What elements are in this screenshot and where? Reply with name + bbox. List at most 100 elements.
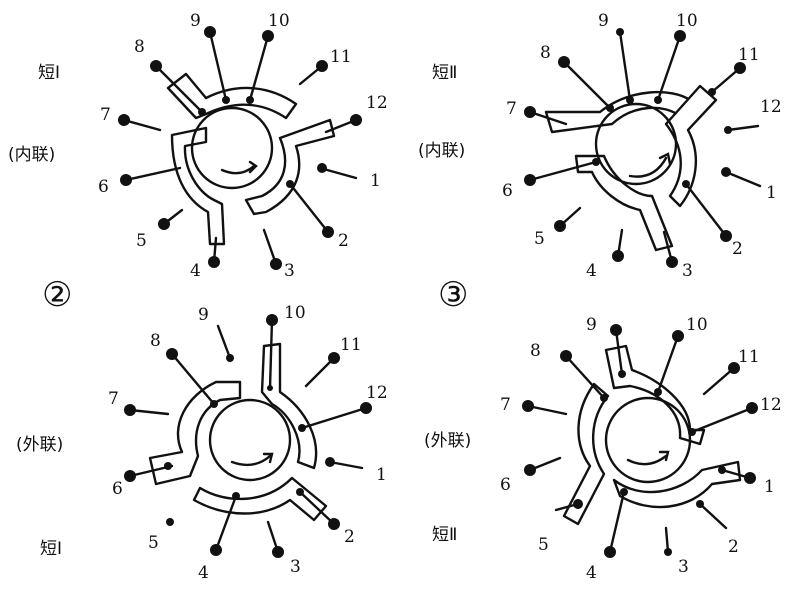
pin-10-dot [674,30,686,42]
pin-set [522,324,758,558]
pin-10-dot [672,330,684,342]
pin-label-8: 8 [150,331,161,351]
pin-set [124,314,372,558]
pin-label-2: 2 [344,527,355,547]
pin-9-dot [204,26,216,38]
contact-plate [148,380,242,486]
pin-label-9: 9 [586,315,597,335]
pin-label-3: 3 [290,557,301,577]
pin-7-dot [118,114,130,126]
contact-plate [612,460,742,509]
pin-label-10: 10 [686,315,708,335]
pin-label-1: 1 [370,171,381,191]
pin-label-4: 4 [198,563,209,583]
pin-7-dot [522,400,534,412]
pin-label-1: 1 [764,477,775,497]
pin-2-dot [328,518,340,530]
figure-label-3: ③ [438,275,468,315]
pin-label-4: 4 [190,261,201,281]
pin-label-12: 12 [760,395,782,415]
pin-1-dot [325,457,335,467]
pin-5-dot [166,518,174,526]
pin-label-11: 11 [330,47,352,67]
pin-2-dot [322,226,334,238]
pin-3-dot [664,548,672,556]
rotation-arrow [626,454,668,466]
figure-number-2: ② [42,275,72,315]
pin-label-6: 6 [502,181,513,201]
switch-title: 短Ⅰ [38,63,60,83]
rotation-arrow [230,454,272,467]
pin-label-5: 5 [148,533,159,553]
pin-8-dot [166,348,178,360]
switch-short-1-inner: 短Ⅰ (内联) 1 2 3 4 5 6 [8,11,388,281]
pin-label-12: 12 [366,383,388,403]
pin-label-12: 12 [760,97,782,117]
pin-label-8: 8 [530,341,541,361]
pin-4-dot [210,544,222,556]
pin-label-11: 11 [738,45,760,65]
pin-9-dot [616,28,624,36]
pin-3-dot [272,546,284,558]
pin-9-dot [610,324,622,336]
switch-short-1-outer: (外联) 短Ⅰ 1 2 3 4 5 6 [16,303,388,583]
pin-7-dot [524,106,536,118]
pin-5-dot [158,218,170,230]
pin-label-3: 3 [284,261,295,281]
pin-label-2: 2 [338,231,349,251]
pin-8-dot [150,60,162,72]
figure-label-2: ② [42,275,72,315]
rotation-arrow [628,156,668,178]
pin-label-9: 9 [198,305,209,325]
pin-label-5: 5 [534,229,545,249]
pin-5-dot [554,220,566,232]
contact-plate [260,342,318,470]
pin-label-11: 11 [340,335,362,355]
pin-7-dot [124,404,136,416]
switch-title: 短Ⅱ [432,525,457,545]
pin-label-9: 9 [190,11,201,31]
switch-title: 短Ⅱ [432,63,457,83]
pin-4-dot [612,250,624,262]
pin-8-dot [558,56,570,68]
pin-12-dot [350,114,362,126]
contact-plate [192,476,328,522]
switch-mode: (外联) [16,435,63,455]
rotation-arrow [220,164,256,175]
pin-3-dot [666,256,678,268]
pin-set [524,28,762,268]
pin-10-dot [262,30,274,42]
contact-plate [574,154,674,252]
pin-label-9: 9 [598,11,609,31]
rotation-arrow-head [262,452,274,464]
pin-label-2: 2 [732,239,743,259]
pin-label-7: 7 [100,105,111,125]
pin-1-dot [317,163,327,173]
pin-set [118,26,362,270]
pin-11-dot [734,62,746,74]
pin-label-6: 6 [112,479,123,499]
pin-label-8: 8 [134,37,145,57]
pin-1-dot [744,472,756,484]
switch-mode: (内联) [418,141,465,161]
switch-title: 短Ⅰ [40,539,62,559]
rotation-arrow-head [248,160,258,174]
pin-label-1: 1 [766,183,777,203]
pin-10-dot [266,314,278,326]
pin-label-8: 8 [540,43,551,63]
pin-3-dot [270,258,282,270]
pin-label-4: 4 [586,261,597,281]
switch-short-2-inner: 短Ⅱ (内联) 1 2 3 4 5 6 [418,11,782,281]
pin-label-10: 10 [676,11,698,31]
pin-label-6: 6 [500,475,511,495]
pin-4-dot [208,256,220,268]
pin-8-dot [560,350,572,362]
pin-12-dot [724,126,732,134]
pin-2-dot [696,500,704,508]
pin-6-dot [120,174,132,186]
pin-12-dot [360,402,372,414]
pin-label-3: 3 [678,557,689,577]
figure-number-3: ③ [438,275,468,315]
pin-label-12: 12 [366,93,388,113]
